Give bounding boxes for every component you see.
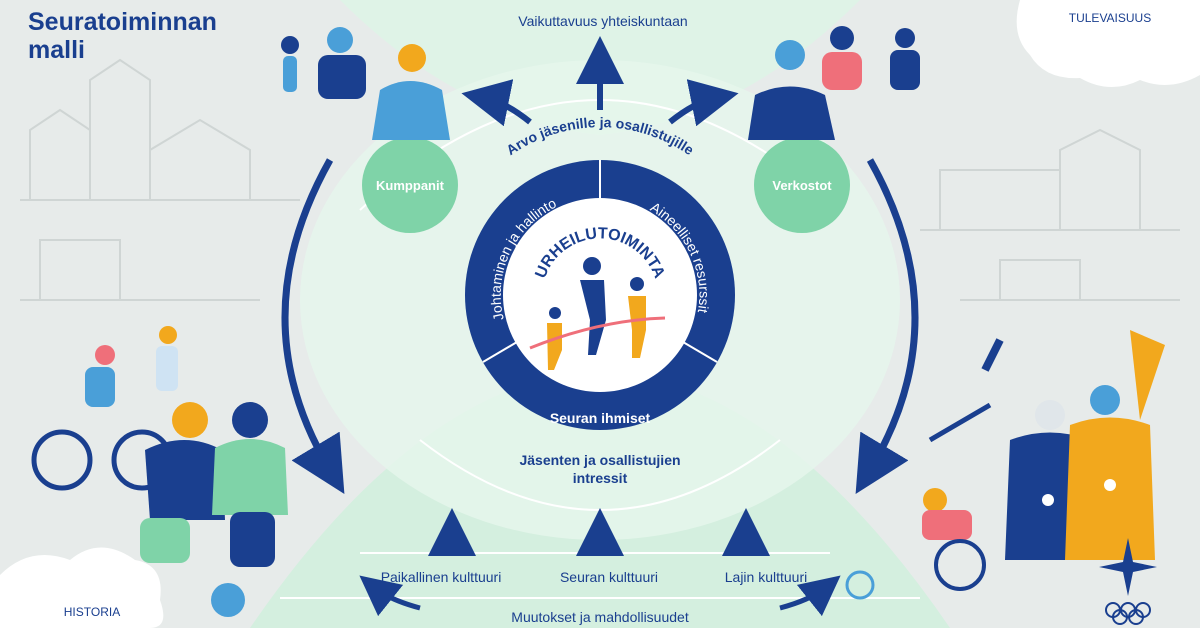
circle-label-kumppanit: Kumppanit xyxy=(376,178,445,193)
cloud-top-right xyxy=(1016,0,1200,88)
curved-arrow-icon-bottom-right xyxy=(779,575,841,617)
culture-label-club: Seuran kulttuuri xyxy=(560,569,658,585)
label-tulevaisuus: TULEVAISUUS xyxy=(1069,11,1151,25)
curved-arrow-icon-right xyxy=(855,158,919,495)
base-label: Muutokset ja mahdollisuudet xyxy=(511,609,689,625)
circle-label-verkostot: Verkostot xyxy=(772,178,832,193)
page-title-line1: Seuratoiminnan xyxy=(28,8,217,36)
ring-divider-right xyxy=(682,341,718,363)
circle-kumppanit xyxy=(362,137,458,233)
circle-verkostot xyxy=(754,137,850,233)
cross-star-icon xyxy=(1099,538,1157,596)
runners-illustration xyxy=(529,257,666,370)
arc-label-bottom-line2: intressit xyxy=(573,470,628,486)
page-title-line2: malli xyxy=(28,36,85,64)
arc-label-bottom-line1: Jäsenten ja osallistujien xyxy=(519,452,680,468)
curved-arrow-icon-top-right xyxy=(668,79,739,127)
people-bottom-left xyxy=(31,326,288,617)
town-sketch-left xyxy=(20,58,300,301)
curved-arrow-icon-bottom-left xyxy=(359,575,421,617)
people-top-left xyxy=(281,27,450,140)
curved-arrow-icon-top-left xyxy=(461,79,532,127)
people-top-right xyxy=(748,26,920,140)
ring-label-bottom: Seuran ihmiset xyxy=(550,410,651,426)
olympic-rings-icon xyxy=(1105,602,1151,625)
people-bottom-right xyxy=(845,330,1165,600)
town-sketch-right xyxy=(920,128,1180,301)
ring-divider-left xyxy=(482,341,518,363)
label-historia: HISTORIA xyxy=(64,605,120,619)
cloud-bottom-left xyxy=(0,547,164,628)
label-top-center: Vaikuttavuus yhteiskuntaan xyxy=(518,13,687,29)
culture-label-local: Paikallinen kulttuuri xyxy=(381,569,502,585)
curved-arrow-icon-left xyxy=(281,158,345,495)
culture-label-sport: Lajin kulttuuri xyxy=(725,569,808,585)
